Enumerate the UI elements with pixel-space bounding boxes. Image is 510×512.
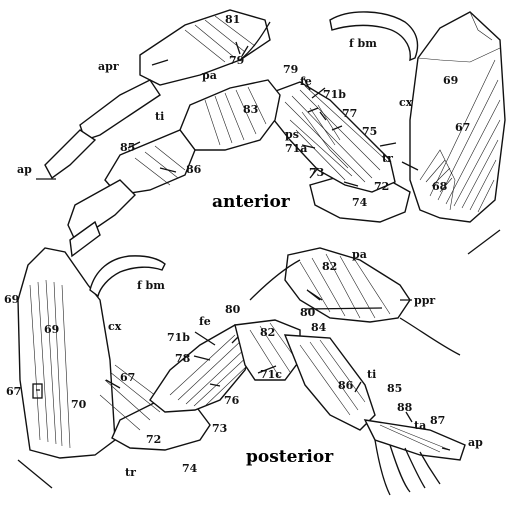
label-73-posterior: 73 <box>212 422 227 435</box>
muscle-67-70-fibers <box>99 364 169 431</box>
label-67-posterior-left: 67 <box>6 385 21 398</box>
label-ap-anterior: ap <box>17 163 32 176</box>
muscle-87-88-fibers <box>379 424 451 453</box>
tibia-posterior <box>283 334 376 431</box>
label-cx-anterior: cx <box>399 96 413 109</box>
label-72-anterior: 72 <box>374 180 389 193</box>
scale-bar-posterior <box>17 459 53 489</box>
label-71c: 71c <box>260 368 282 381</box>
femur-anterior <box>264 81 396 193</box>
label-tr-posterior: tr <box>125 466 136 479</box>
muscle-83-fibers <box>204 86 267 146</box>
label-81: 81 <box>225 13 240 26</box>
label-77: 77 <box>342 107 357 120</box>
coxa-anterior <box>409 11 506 223</box>
label-72-posterior: 72 <box>146 433 161 446</box>
posterior-leg-drawing <box>17 247 466 496</box>
label-71b-posterior: 71b <box>167 331 190 344</box>
muscle-71c-78-fibers <box>169 334 251 407</box>
scale-bar-anterior <box>467 229 501 255</box>
label-84: 84 <box>311 321 327 334</box>
label-85-posterior: 85 <box>387 382 402 395</box>
anterior-leg-drawing <box>44 9 506 258</box>
muscle-69-fibers-posterior <box>29 279 71 449</box>
label-88: 88 <box>397 401 413 414</box>
label-ps: ps <box>285 128 299 141</box>
label-79-upper: 79 <box>229 54 244 67</box>
label-75: 75 <box>362 125 377 138</box>
muscle-86-fibers <box>134 145 186 186</box>
muscle-81-fibers <box>184 15 256 63</box>
patella-posterior <box>234 319 301 381</box>
inset-outline-left <box>249 259 301 301</box>
femoral-basal-membrane-posterior <box>89 255 166 298</box>
label-fe-anterior: fe <box>300 75 312 88</box>
label-apr: apr <box>98 60 119 73</box>
muscle-84-86-fibers <box>299 339 366 416</box>
heading-anterior: anterior <box>212 192 291 212</box>
label-69-anterior: 69 <box>443 74 458 87</box>
label-pa-anterior: pa <box>202 69 217 82</box>
label-86-posterior: 86 <box>338 379 354 392</box>
label-80: 80 <box>225 303 241 316</box>
femoral-basal-membrane-anterior <box>329 11 419 62</box>
leader-lines <box>32 41 451 451</box>
label-ti-posterior: ti <box>367 368 376 381</box>
metatarsus-upper-anterior <box>79 79 161 141</box>
muscle-71a-77-fibers <box>284 85 389 183</box>
tibia-anterior <box>104 129 196 196</box>
label-79-mid: 79 <box>283 63 298 76</box>
label-ppr: ppr <box>414 294 435 307</box>
label-76: 76 <box>224 394 240 407</box>
muscle-67-fibers <box>429 59 501 213</box>
heading-posterior: posterior <box>246 447 334 467</box>
tarsus-anterior <box>69 220 101 258</box>
label-69-posterior-left: 69 <box>4 293 19 306</box>
patella-inset-posterior <box>284 247 411 323</box>
inset-outline-right <box>399 317 461 356</box>
scopula-bristles-posterior <box>374 439 441 496</box>
label-tr-anterior: tr <box>382 152 393 165</box>
label-ta: ta <box>414 419 426 432</box>
label-85-anterior: 85 <box>120 141 135 154</box>
label-67-posterior-right: 67 <box>120 371 135 384</box>
tarsus-upper-anterior <box>44 129 97 180</box>
label-69-posterior: 69 <box>44 323 59 336</box>
label-80-inset: 80 <box>300 306 316 319</box>
metatarsus-anterior <box>67 179 136 241</box>
claw-upper-anterior <box>239 21 271 61</box>
label-fbm-anterior: f bm <box>349 37 377 50</box>
patella-anterior <box>179 79 281 151</box>
muscle-68-fibers <box>419 149 456 211</box>
label-74-posterior: 74 <box>182 462 198 475</box>
label-ti-anterior: ti <box>155 110 164 123</box>
label-ap-posterior: ap <box>468 436 483 449</box>
label-73-anterior: 73 <box>309 166 324 179</box>
label-78: 78 <box>175 352 191 365</box>
label-71a: 71a <box>285 142 307 155</box>
label-83: 83 <box>243 103 258 116</box>
label-86-anterior: 86 <box>186 163 202 176</box>
label-pa-posterior: pa <box>352 248 367 261</box>
label-68: 68 <box>432 180 448 193</box>
muscle-82-inset-fibers <box>299 253 391 319</box>
label-82: 82 <box>260 326 275 339</box>
label-cx-posterior: cx <box>108 320 122 333</box>
label-fe-posterior: fe <box>199 315 211 328</box>
muscle-75-fibers <box>301 104 349 169</box>
label-70: 70 <box>71 398 87 411</box>
label-71b-anterior: 71b <box>323 88 346 101</box>
coxa-rim-anterior <box>417 11 501 63</box>
label-87: 87 <box>430 414 445 427</box>
label-82-inset: 82 <box>322 260 337 273</box>
67-bracket <box>32 383 43 399</box>
label-74-anterior: 74 <box>352 196 368 209</box>
label-fbm-posterior: f bm <box>137 279 165 292</box>
labels: 81 apr 79 f bm pa 79 fe 71b 69 cx ti 83 … <box>4 13 483 479</box>
label-67-anterior: 67 <box>455 121 470 134</box>
